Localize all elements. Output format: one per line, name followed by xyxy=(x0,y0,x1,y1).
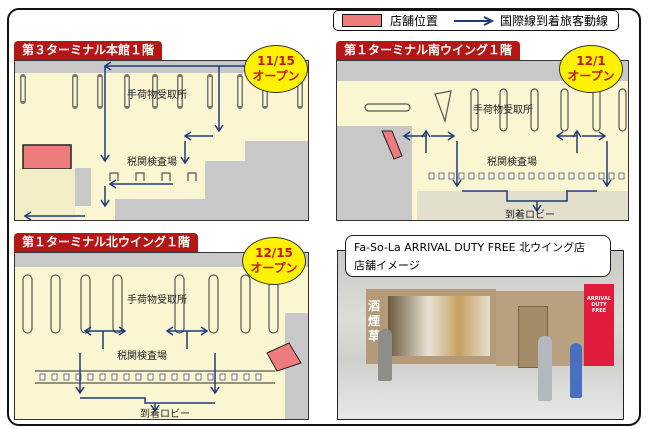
panel-title-t1-south: 第１ターミナル南ウイング１階 xyxy=(336,41,521,60)
legend-flow-label: 国際線到着旅客動線 xyxy=(500,14,609,28)
open-label: オープン xyxy=(250,261,298,275)
area-baggage: 手荷物受取所 xyxy=(127,88,187,101)
legend: 店舗位置 国際線到着旅客動線 xyxy=(333,10,619,31)
open-date: 12/1 xyxy=(576,54,606,68)
open-label: オープン xyxy=(252,69,300,83)
panel-title-t3: 第３ターミナル本館１階 xyxy=(14,41,163,60)
sign-liquor: 酒煙草 xyxy=(368,299,384,344)
area-customs: 税関検査場 xyxy=(117,349,167,362)
person-right xyxy=(570,343,582,398)
sign-tobacco-text: 煙草 xyxy=(368,314,381,343)
open-date: 12/15 xyxy=(255,246,293,260)
store-rendering-image: 酒煙草 ARRIVAL DUTY FREE xyxy=(337,250,624,420)
area-customs: 税関検査場 xyxy=(127,155,177,168)
store-swatch xyxy=(342,14,382,27)
legend-store-label: 店舗位置 xyxy=(390,14,439,28)
area-lobby: 到着ロビー xyxy=(140,407,190,419)
open-label: オープン xyxy=(567,69,615,83)
open-date: 11/15 xyxy=(257,54,295,68)
area-baggage: 手荷物受取所 xyxy=(473,103,533,116)
store-name: Fa-So-La ARRIVAL DUTY FREE 北ウイング店 xyxy=(354,241,586,254)
outer-frame xyxy=(7,8,641,426)
area-baggage: 手荷物受取所 xyxy=(127,293,187,306)
sign-liquor-text: 酒 xyxy=(368,299,381,313)
store-image-label: 店舗イメージ xyxy=(354,259,420,272)
person-left xyxy=(378,329,392,381)
red-duty-free-sign: ARRIVAL DUTY FREE xyxy=(584,284,614,366)
red-sign-text: ARRIVAL DUTY FREE xyxy=(586,296,612,314)
area-lobby: 到着ロビー xyxy=(505,208,555,220)
panel-title-t1-north: 第１ターミナル北ウイング１階 xyxy=(14,233,199,252)
store-caption: Fa-So-La ARRIVAL DUTY FREE 北ウイング店 店舗イメージ xyxy=(345,235,611,277)
arrow-right-icon xyxy=(454,15,495,26)
person-middle xyxy=(538,336,552,401)
store-interior xyxy=(388,296,490,356)
area-customs: 税関検査場 xyxy=(487,155,537,168)
